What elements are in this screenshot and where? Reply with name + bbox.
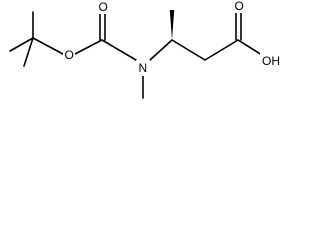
hydroxyl-label: OH xyxy=(262,54,280,68)
bond-nitrogen-stereocenter xyxy=(149,39,173,61)
bond-tbu-ether-oxygen xyxy=(32,37,64,55)
bond-carboxyl-carbon-hydroxyl xyxy=(237,39,263,56)
nitrogen-label: N xyxy=(139,61,148,75)
ether-oxygen-label: O xyxy=(65,48,74,62)
wedge-bond-methyl xyxy=(169,10,175,40)
acid-carbonyl-oxygen-label: O xyxy=(235,0,244,13)
acid-oxygen-label-bg xyxy=(232,0,245,13)
chemical-structure-diagram: O O N O OH xyxy=(9,0,282,99)
hydroxyl-label-bg xyxy=(260,53,282,68)
bond-stereocenter-ch2 xyxy=(171,39,206,61)
carbamate-oxygen-label-bg xyxy=(96,0,109,14)
ether-oxygen-label-bg xyxy=(63,48,75,62)
bond-tbu-methyl-down xyxy=(23,37,34,67)
bond-ch2-carboxyl-carbon xyxy=(204,39,239,61)
bond-tbu-methyl-left xyxy=(9,37,34,52)
nitrogen-label-bg xyxy=(136,60,150,76)
bond-carbonyl-carbon-nitrogen xyxy=(101,39,137,61)
bond-ether-oxygen-carbonyl-carbon xyxy=(74,39,103,55)
carbamate-carbonyl-oxygen-label: O xyxy=(99,0,108,14)
